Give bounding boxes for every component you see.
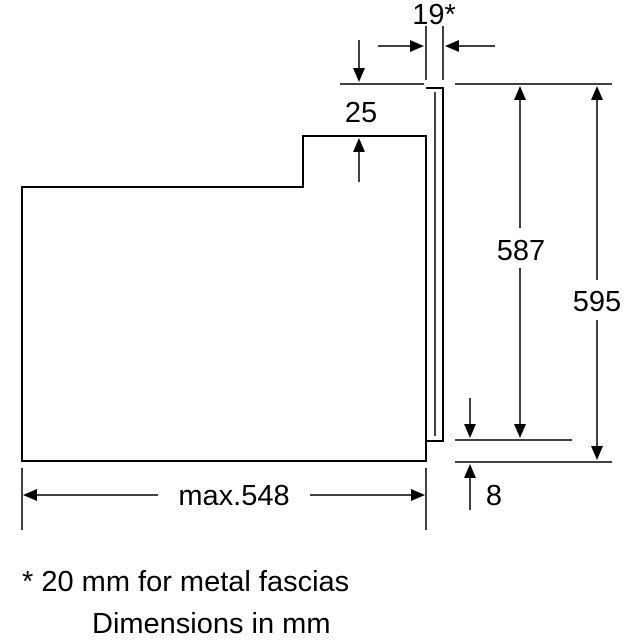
front-fascia xyxy=(426,87,444,442)
metal-fascia-note: * 20 mm for metal fascias xyxy=(22,566,349,598)
units-note: Dimensions in mm xyxy=(92,608,331,640)
inner-height-arrow-bottom xyxy=(514,424,526,438)
step-label: 25 xyxy=(345,97,377,129)
inner-height-label: 587 xyxy=(497,235,545,267)
fascia-thickness-label: 19* xyxy=(412,0,456,31)
bottom-gap-label: 8 xyxy=(486,480,502,512)
appliance-body-outline xyxy=(21,135,427,462)
fascia-arrow-right-head xyxy=(445,40,459,52)
gap-arrow-down-head xyxy=(464,424,476,438)
inner-height-arrow-top xyxy=(514,86,526,100)
step-arrow-up-head xyxy=(353,138,365,152)
depth-label: max.548 xyxy=(178,480,289,512)
total-height-label: 595 xyxy=(573,286,621,318)
gap-arrow-up-head xyxy=(464,464,476,478)
total-height-arrow-top xyxy=(591,86,603,100)
depth-arrow-left xyxy=(23,489,37,501)
total-height-arrow-bottom xyxy=(591,446,603,460)
step-arrow-down-head xyxy=(353,68,365,82)
fascia-arrow-left-head xyxy=(410,40,424,52)
depth-arrow-right xyxy=(411,489,425,501)
